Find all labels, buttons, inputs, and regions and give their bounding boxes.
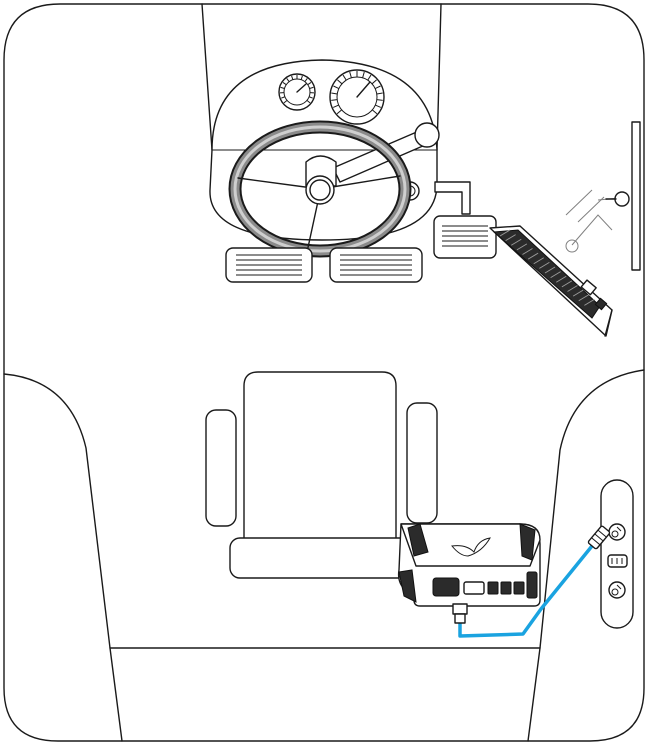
diagnostic-port-panel bbox=[600, 479, 634, 629]
gauge-tick bbox=[282, 82, 287, 86]
foot-pedal-throttle bbox=[433, 181, 497, 259]
gauge-tick bbox=[333, 85, 340, 90]
gauge-tick bbox=[331, 92, 338, 95]
cab-wall-left bbox=[3, 373, 123, 742]
gauge-tick bbox=[291, 75, 294, 80]
gauge-tick bbox=[333, 104, 339, 108]
panel-slat bbox=[555, 275, 567, 283]
gauge-tick bbox=[371, 79, 377, 85]
panel-slat bbox=[522, 248, 533, 255]
cable-connector bbox=[587, 525, 611, 550]
panel-slat bbox=[539, 261, 550, 269]
gauge-tick bbox=[337, 79, 343, 85]
gauge-tick bbox=[331, 99, 338, 101]
gauge-tick bbox=[367, 74, 372, 81]
gauge-tick bbox=[342, 74, 347, 81]
panel-slat bbox=[505, 234, 516, 242]
gauge-tick bbox=[286, 78, 290, 82]
foot-pedal-right bbox=[329, 247, 423, 283]
panel-slat bbox=[544, 266, 556, 274]
data-cable bbox=[458, 525, 611, 638]
gauge-tick bbox=[306, 99, 311, 104]
panel-slat bbox=[572, 289, 584, 297]
panel-slat bbox=[516, 243, 528, 251]
panel-slat bbox=[550, 271, 561, 279]
device-port-row bbox=[463, 581, 525, 595]
gauge-tick bbox=[300, 75, 303, 80]
gauge-tick bbox=[308, 96, 314, 99]
gauge-tick bbox=[376, 92, 383, 95]
gauge-tick bbox=[374, 85, 381, 90]
panel-slat bbox=[567, 285, 578, 292]
side-panel-controller bbox=[489, 189, 630, 337]
usb-port-connector bbox=[607, 554, 628, 568]
device-logo-icon bbox=[451, 537, 491, 557]
console-column bbox=[201, 3, 442, 151]
gauge-tick bbox=[349, 71, 352, 78]
panel-slat bbox=[527, 252, 539, 260]
panel-slat bbox=[561, 280, 573, 288]
door-frame bbox=[631, 121, 641, 271]
gauge-tick bbox=[336, 109, 343, 115]
gauge-tick bbox=[283, 99, 288, 104]
panel-slat bbox=[499, 229, 511, 237]
speedometer-gauge bbox=[278, 73, 316, 111]
gauge-tick bbox=[280, 96, 286, 99]
operator-seat bbox=[205, 371, 438, 579]
gauge-tick bbox=[307, 82, 312, 86]
gauge-tick bbox=[309, 86, 314, 89]
gauge-tick bbox=[362, 71, 365, 78]
foot-pedal-left bbox=[225, 247, 313, 283]
panel-slat bbox=[510, 238, 522, 246]
device-usb-plug bbox=[452, 603, 468, 624]
gauge-tick bbox=[280, 86, 285, 89]
gauge-tick bbox=[376, 99, 383, 101]
gauge-tick bbox=[304, 78, 308, 82]
diagnostic-interface-device bbox=[397, 523, 541, 624]
panel-slat bbox=[578, 294, 590, 302]
gauge-tick bbox=[371, 109, 378, 115]
panel-slat bbox=[584, 298, 595, 306]
diagnostic-port-bottom bbox=[608, 581, 626, 599]
diagnostic-port-top bbox=[608, 523, 626, 541]
tachometer-gauge bbox=[329, 69, 385, 125]
cab-outline bbox=[3, 3, 645, 742]
panel-slat bbox=[533, 257, 545, 265]
steering-wheel bbox=[228, 120, 412, 267]
cab-wall-right bbox=[527, 369, 645, 742]
gauge-tick bbox=[375, 104, 381, 108]
